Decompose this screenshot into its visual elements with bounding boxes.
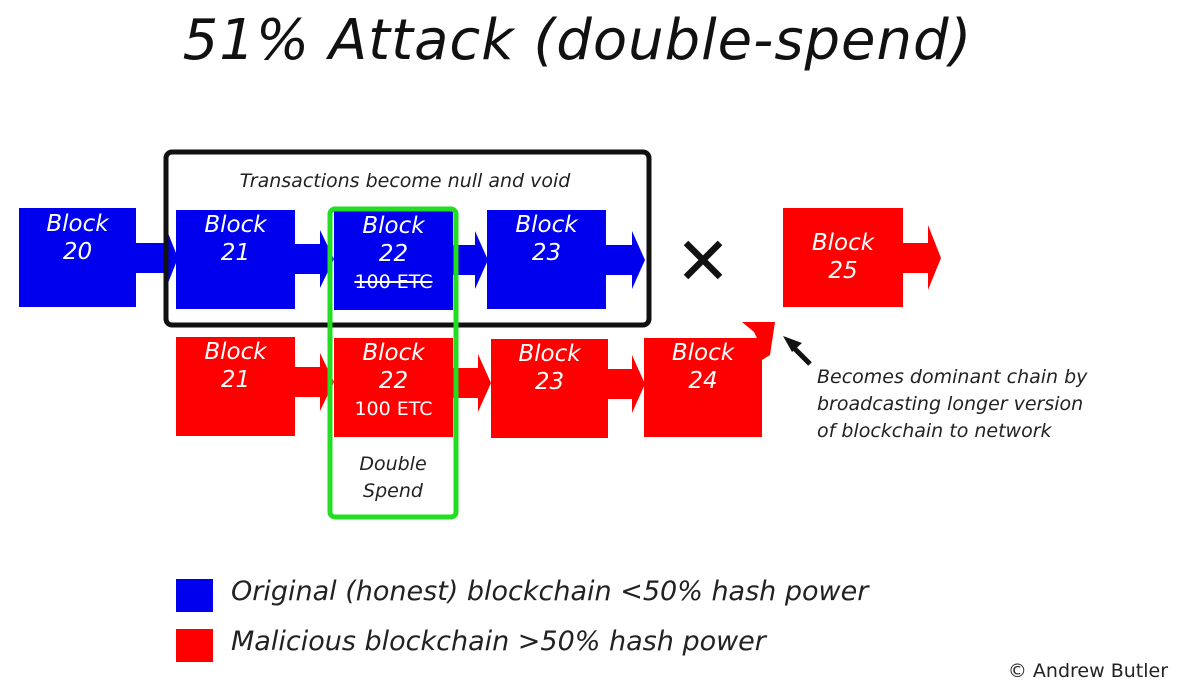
block-malicious-22: [334, 338, 491, 437]
arrow-honest-23: [606, 231, 645, 289]
block-malicious-24: [644, 322, 775, 437]
block-honest-21: [176, 210, 334, 309]
arrow-malicious-22: [453, 354, 491, 412]
arrow-honest-22: [453, 231, 488, 289]
pointer-arrow: [783, 336, 812, 366]
arrow-honest-20: [136, 228, 178, 288]
dominant-chain-label: Becomes dominant chain by broadcasting l…: [817, 366, 1088, 442]
legend-label-malicious: Malicious blockchain >50% hash power: [231, 626, 766, 657]
arrow-malicious-24-up: [742, 322, 775, 360]
double-spend-frame: [327, 206, 459, 520]
arrow-malicious-23: [608, 355, 645, 413]
legend-label-honest: Original (honest) blockchain <50% hash p…: [231, 576, 869, 607]
null-and-void-frame: [163, 149, 652, 328]
arrow-malicious-25: [903, 225, 941, 290]
block-malicious-25: [783, 208, 941, 307]
block-malicious-23: [491, 339, 645, 438]
voided-amount: 100 ETC: [354, 271, 433, 293]
block-honest-20: [19, 208, 178, 307]
block-honest-23: [487, 210, 645, 309]
double-spent-amount: 100 ETC: [354, 398, 433, 420]
block-malicious-21: [176, 337, 334, 436]
arrow-honest-21: [295, 230, 334, 288]
diagram-title: 51% Attack (double-spend): [182, 8, 973, 73]
block-honest-22: [334, 211, 488, 310]
double-spend-label: Double Spend: [359, 453, 427, 502]
null-and-void-label: Transactions become null and void: [239, 170, 571, 192]
legend-swatch-malicious: [176, 629, 213, 662]
arrow-malicious-21: [295, 353, 334, 411]
author-credit: © Andrew Butler: [1007, 660, 1168, 682]
legend-swatch-honest: [176, 579, 213, 612]
rejected-x-icon: ✕: [675, 223, 731, 300]
